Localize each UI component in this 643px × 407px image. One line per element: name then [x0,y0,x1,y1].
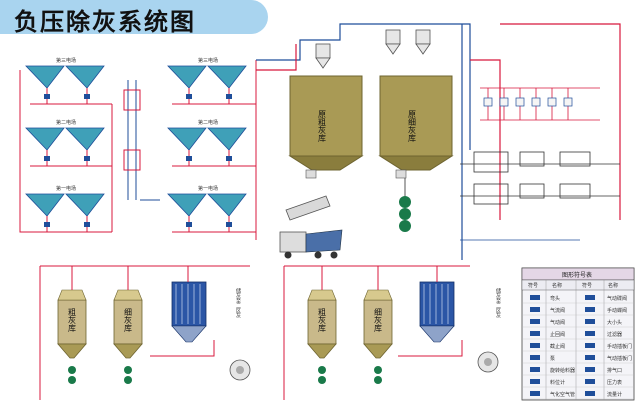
lower-left-coarse-label: 粗灰库 [68,307,77,333]
legend-header-0: 符号 [528,282,538,289]
legend-name-right: 流量计 [607,391,622,398]
lower-right-coarse-label: 粗灰库 [318,307,327,333]
legend-symbol-icon [585,307,595,312]
hopper-row-2-right [167,127,247,151]
lower-left-silos: 粗灰库 细灰库 [57,289,143,359]
legend-name-left: 泵 [550,356,555,362]
legend-symbol-icon [585,331,595,336]
legend-symbol-icon [530,367,540,372]
truck-icon [279,229,343,259]
field-label-2-left: 第二电场 [56,119,76,126]
lower-right-vertical-note: 储灰至二区灰 [495,287,501,319]
legend-symbol-icon [585,391,595,396]
legend-symbol-icon [530,379,540,384]
hopper-row-3-right [167,65,247,89]
legend-symbol-icon [530,307,540,312]
legend-symbol-icon [530,295,540,300]
legend-symbol-icon [585,319,595,324]
legend-name-left: 气动阀 [550,319,565,326]
legend-header-3: 名称 [608,282,618,289]
legend-symbol-icon [585,355,595,360]
lower-right-pipes [283,265,470,400]
hopper-row-1-left [25,193,105,217]
legend-symbol-icon [585,367,595,372]
legend-name-right: 大小头 [607,319,622,326]
legend-name-right: 压力表 [607,379,622,386]
main-silo-coarse: 原粗灰库 [288,75,364,171]
lower-left-vertical-note: 储灰至二区灰 [235,287,241,319]
lower-right-rotary-stacks [318,366,382,384]
silo-fine-label: 原细灰库 [408,110,417,143]
legend-symbol-icon [530,391,540,396]
title-banner: 负压除灰系统图 [0,0,268,36]
field-label-1-left: 第一电场 [56,185,76,192]
hopper-row-3-left [25,65,105,89]
legend-name-right: 气动插板门 [607,355,632,362]
legend-name-left: 料位计 [550,379,565,386]
legend-name-left: 旋转给料器 [550,367,575,374]
lower-right-fine-label: 细灰库 [374,307,383,333]
legend-name-left: 弯头 [550,295,560,302]
legend-name-left: 截止阀 [550,343,565,350]
legend-symbol-icon [585,295,595,300]
middle-manifold [123,80,160,201]
field-label-2-right: 第二电场 [198,119,218,126]
legend-name-right: 排气口 [607,367,622,374]
lower-left-filter [171,281,207,343]
hopper-row-1-right [167,193,247,217]
legend-name-right: 气动碟阀 [607,295,627,302]
lower-left-fine-label: 细灰库 [124,307,133,333]
lower-left-rotary-stacks [68,366,132,384]
lower-right-fan-icon [477,351,499,373]
legend-symbol-icon [585,379,595,384]
legend-name-left: 气化空气管 [550,391,575,398]
lower-right-silos: 粗灰库 细灰库 [307,289,393,359]
field-label-3-right: 第三电场 [198,57,218,64]
silo-top-cyclones [315,29,431,69]
legend-name-right: 手动插板门 [607,343,632,350]
legend-title: 图形符号表 [562,271,592,279]
right-valve-boxes [483,97,573,107]
silo-bottom-equipment [285,169,411,232]
top-pipes [256,23,621,260]
air-units [460,151,620,241]
legend-header-2: 符号 [582,282,592,289]
legend-symbol-icon [530,319,540,324]
lower-left-pipes [39,265,250,400]
hopper-valves [44,94,232,227]
legend-symbol-icon [530,331,540,336]
lower-left-fan-icon [229,359,251,381]
legend-name-right: 手动蝶阀 [607,307,627,314]
legend-symbol-icon [530,343,540,348]
legend-symbol-icon [530,355,540,360]
hopper-row-2-left [25,127,105,151]
legend-header-1: 名称 [552,282,562,289]
legend-name-right: 过滤器 [607,331,622,338]
field-label-3-left: 第三电场 [56,57,76,64]
esp-hoppers [25,65,247,217]
lower-right-filter [419,281,455,343]
silo-coarse-label: 原粗灰库 [318,110,327,143]
page-title: 负压除灰系统图 [14,8,196,36]
legend-symbol-icon [585,343,595,348]
legend-name-left: 气流阀 [550,307,565,314]
main-silo-fine: 原细灰库 [378,75,454,171]
legend-name-left: 止回阀 [550,331,565,338]
field-label-1-right: 第一电场 [198,185,218,192]
